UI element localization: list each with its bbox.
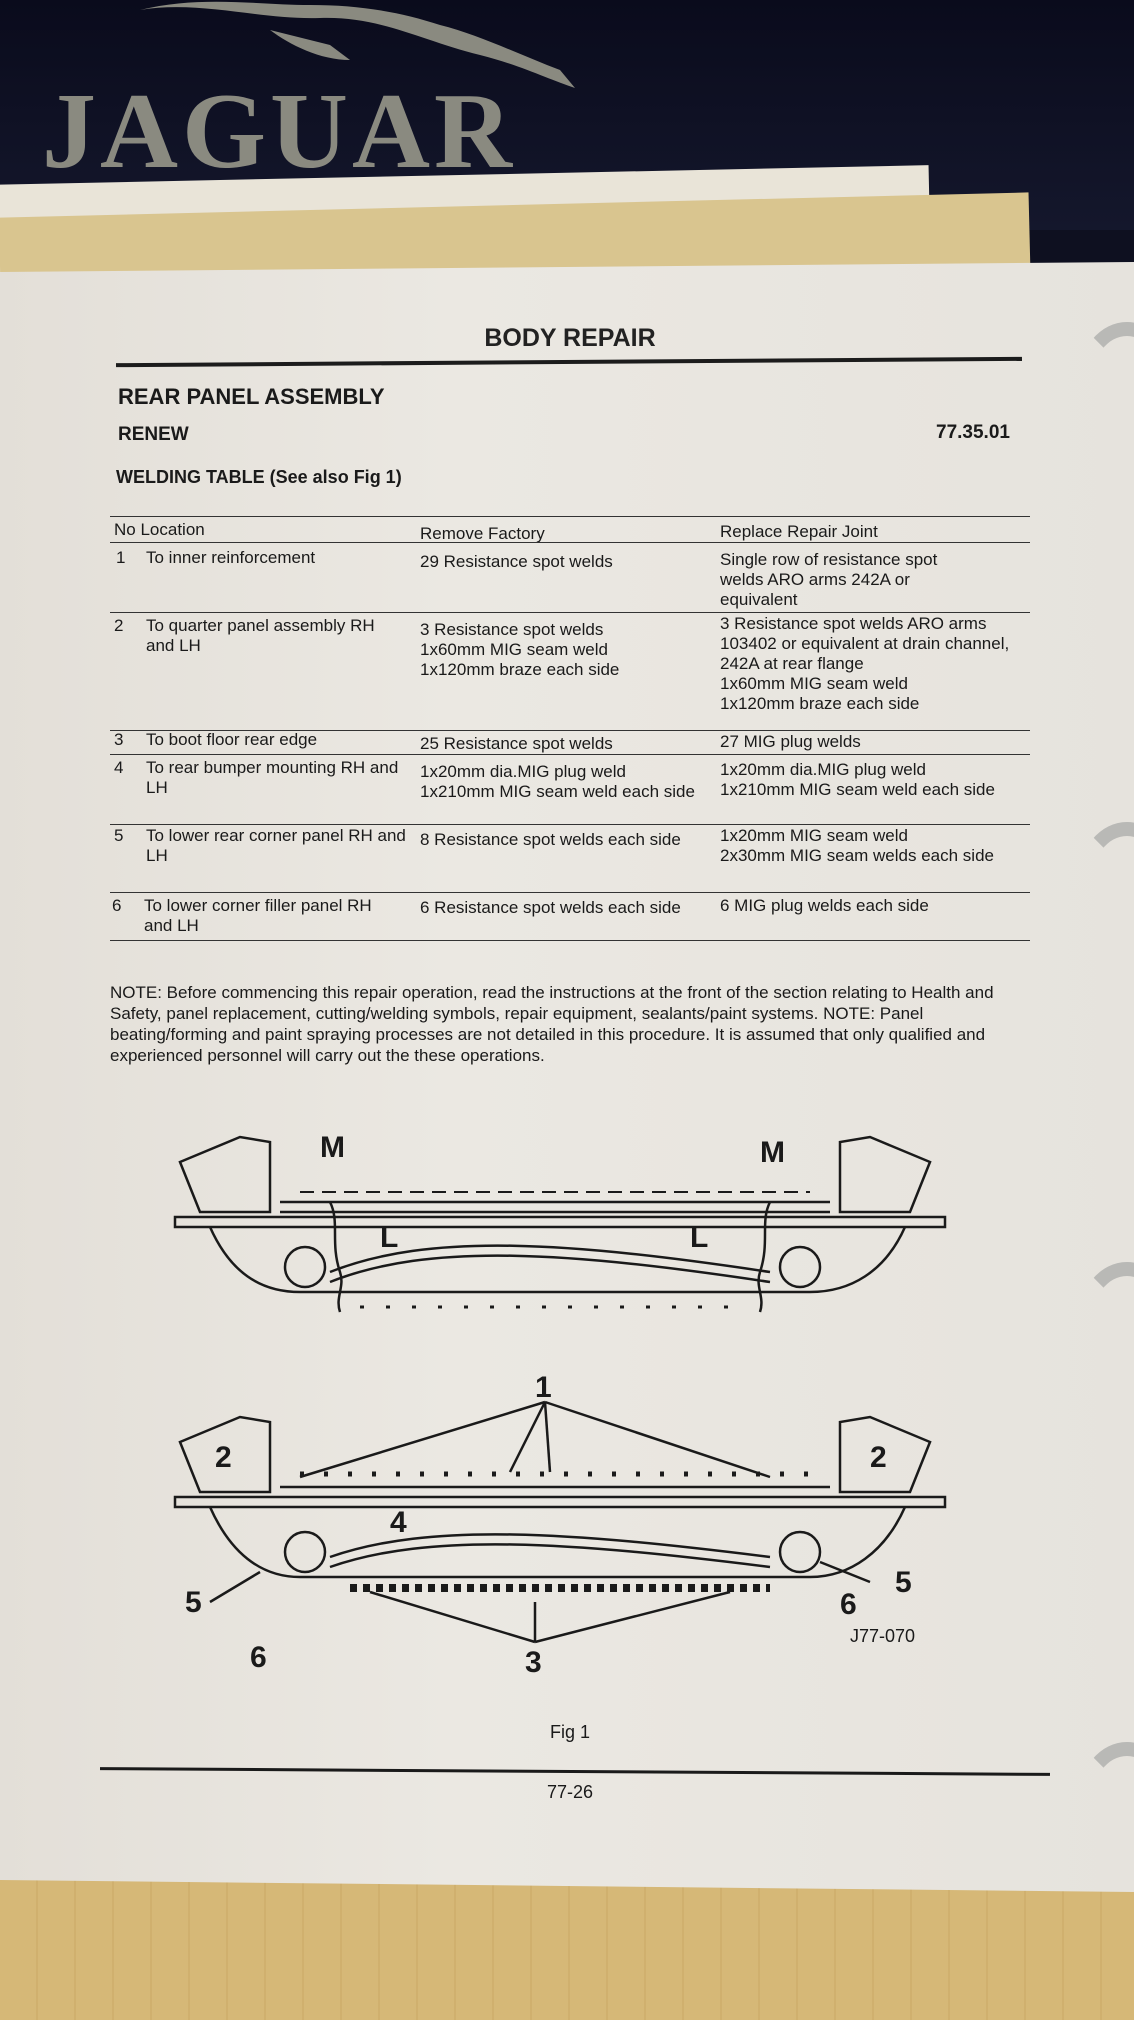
row-replace: 1x20mm MIG seam weld 2x30mm MIG seam wel… [720, 826, 994, 865]
row-replace: 1x20mm dia.MIG plug weld 1x210mm MIG sea… [720, 760, 995, 799]
figure-label-l: L [380, 1221, 398, 1254]
row-remove: 6 Resistance spot welds each side [420, 898, 681, 917]
row-remove: 1x20mm dia.MIG plug weld 1x210mm MIG sea… [420, 762, 695, 801]
row-location: To boot floor rear edge [146, 730, 318, 749]
table-rule [110, 824, 1030, 825]
page-subheading: RENEW [118, 424, 189, 445]
table-rule [110, 754, 1030, 755]
row-replace: 27 MIG plug welds [720, 732, 861, 751]
header-rule [115, 356, 1023, 368]
page-number: 77-26 [546, 1782, 594, 1802]
row-location: To lower corner filler panel RH and LH [144, 896, 372, 935]
operation-number: 77.35.01 [936, 422, 1010, 443]
row-number: 1 [116, 548, 126, 567]
row-remove: 8 Resistance spot welds each side [420, 830, 681, 849]
figure-label-l: L [690, 1221, 708, 1254]
figure-label-3: 3 [525, 1646, 542, 1679]
binder-ring [1078, 822, 1134, 940]
row-location: To quarter panel assembly RH and LH [146, 616, 375, 655]
col-header-location: No Location [114, 520, 205, 539]
binder-ring [1078, 322, 1134, 440]
figure-label-m: M [760, 1136, 785, 1169]
rear-panel-weld-diagram: M M L L 1 2 2 4 5 5 6 6 3 J77-070 [173, 1131, 947, 1679]
table-rule [110, 516, 1030, 517]
row-number: 6 [112, 896, 122, 915]
safety-note: NOTE: Before commencing this repair oper… [110, 983, 994, 1065]
footer-rule [99, 1767, 1051, 1776]
binder-ring [1078, 1742, 1134, 1860]
figure-label-6: 6 [250, 1641, 267, 1674]
row-location: To rear bumper mounting RH and LH [146, 758, 399, 797]
table-rule [110, 892, 1030, 893]
section-title: BODY REPAIR [484, 324, 656, 352]
figure-label-5: 5 [895, 1566, 912, 1599]
row-location: To inner reinforcement [146, 548, 316, 567]
row-remove: 29 Resistance spot welds [420, 552, 613, 571]
row-number: 4 [114, 758, 124, 777]
row-number: 3 [114, 730, 124, 749]
figure-label-5: 5 [185, 1586, 202, 1619]
figure-label-m: M [320, 1131, 345, 1164]
desk-surface [0, 1880, 1134, 2020]
row-replace: 3 Resistance spot welds ARO arms 103402 … [720, 614, 1010, 713]
figure-label-2: 2 [215, 1441, 232, 1474]
brand-logo-text: JAGUAR [42, 72, 516, 191]
figure-caption: Fig 1 [549, 1722, 591, 1742]
table-rule [110, 612, 1030, 613]
figure-label-1: 1 [535, 1371, 552, 1404]
figure-label-6: 6 [840, 1588, 857, 1621]
row-number: 2 [114, 616, 124, 635]
page-heading: REAR PANEL ASSEMBLY [118, 384, 385, 409]
row-replace: 6 MIG plug welds each side [720, 896, 929, 915]
table-rule [110, 730, 1030, 731]
figure-label-4: 4 [390, 1506, 407, 1539]
col-header-replace: Replace Repair Joint [720, 522, 878, 541]
figure-label-2: 2 [870, 1441, 887, 1474]
table-rule [110, 940, 1030, 941]
jaguar-leaper-logo [140, 1, 575, 88]
table-rule [110, 542, 1030, 543]
row-location: To lower rear corner panel RH and LH [146, 826, 406, 865]
table-title: WELDING TABLE (See also Fig 1) [116, 467, 402, 487]
row-remove: 25 Resistance spot welds [420, 734, 613, 753]
manual-page: BODY REPAIR REAR PANEL ASSEMBLY RENEW 77… [0, 262, 1134, 1892]
binder-ring [1078, 1262, 1134, 1380]
row-replace: Single row of resistance spot welds ARO … [720, 550, 938, 609]
col-header-remove: Remove Factory [420, 524, 545, 543]
drawing-code: J77-070 [850, 1626, 915, 1646]
row-number: 5 [114, 826, 124, 845]
row-remove: 3 Resistance spot welds 1x60mm MIG seam … [420, 620, 620, 679]
